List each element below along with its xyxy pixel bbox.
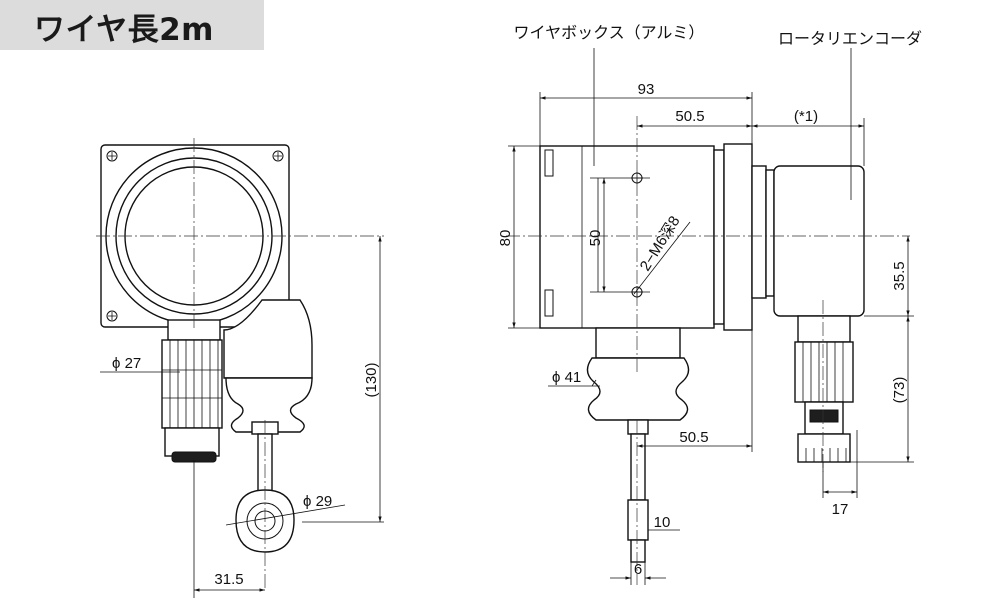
dim-connector-length: (73) [891, 377, 908, 404]
dim-wire-thickness: 6 [634, 561, 642, 578]
dim-hole-pitch: 50 [587, 230, 604, 247]
front-dimensions [100, 236, 384, 598]
dim-front-height: (130) [363, 362, 380, 397]
dim-encoder-note: (*1) [794, 108, 818, 125]
title-band [0, 0, 264, 50]
dim-total-width: 93 [638, 81, 655, 98]
side-view [506, 116, 910, 585]
side-dimensions [508, 48, 914, 585]
wire-box [539, 145, 715, 329]
encoder-connector-collar [797, 315, 851, 343]
dim-front-offset: 31.5 [214, 571, 243, 588]
front-connector [161, 339, 223, 429]
callout-rotary-encoder: ロータリエンコーダ [778, 29, 922, 48]
dim-connector-width: 17 [832, 501, 849, 518]
dim-connector-center: 35.5 [891, 261, 908, 290]
front-connector-ribs [162, 340, 222, 428]
dim-ring-diameter: ϕ 29 [303, 493, 332, 510]
dim-wire-offset: 50.5 [679, 429, 708, 446]
front-view [96, 138, 384, 590]
dim-hole-offset: 50.5 [675, 108, 704, 125]
dim-boss-diameter: ϕ 41 [552, 369, 581, 386]
front-connector-tail [164, 427, 220, 457]
side-wire-rod [630, 433, 646, 501]
dim-box-height: 80 [497, 230, 514, 247]
front-pulley [225, 377, 313, 433]
dim-wire-end: 10 [654, 514, 671, 531]
page-title: ワイヤ長2m [34, 12, 214, 48]
rotary-encoder [773, 165, 865, 317]
side-boss [595, 327, 681, 359]
encoder-connector [794, 341, 854, 403]
callout-wire-box: ワイヤボックス（アルミ） [514, 23, 705, 42]
side-pulley [586, 357, 690, 421]
dim-connector-diameter: ϕ 27 [112, 355, 141, 372]
